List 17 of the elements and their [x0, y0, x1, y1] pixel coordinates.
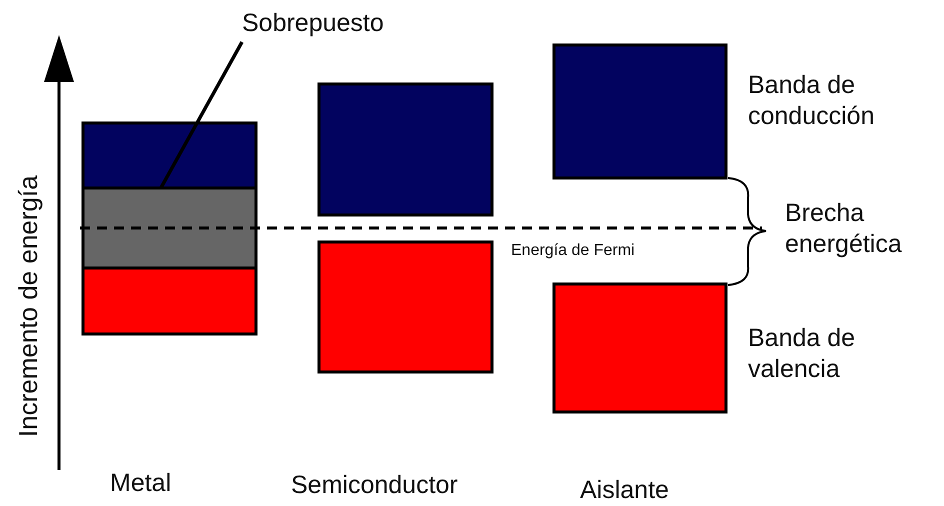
valence-band — [82, 266, 258, 336]
conduction-band — [82, 122, 258, 190]
callout-label: Sobrepuesto — [242, 8, 384, 40]
fermi-level-label: Energía de Fermi — [511, 241, 636, 261]
valence-band — [318, 240, 494, 374]
conduction-band — [552, 44, 728, 180]
material-label: Semiconductor — [291, 470, 458, 501]
material-label: Metal — [110, 468, 172, 499]
gap-label: Brecha energética — [785, 198, 903, 260]
band-label: Banda de valencia — [748, 323, 856, 386]
valence-band — [552, 282, 728, 414]
overlap-band — [82, 186, 258, 270]
band-label: Banda de conducción — [748, 70, 876, 132]
axis-label: Incremento de energía — [12, 174, 44, 440]
conduction-band — [318, 82, 494, 216]
leader-line — [159, 41, 244, 189]
material-label: Aislante — [580, 475, 669, 506]
